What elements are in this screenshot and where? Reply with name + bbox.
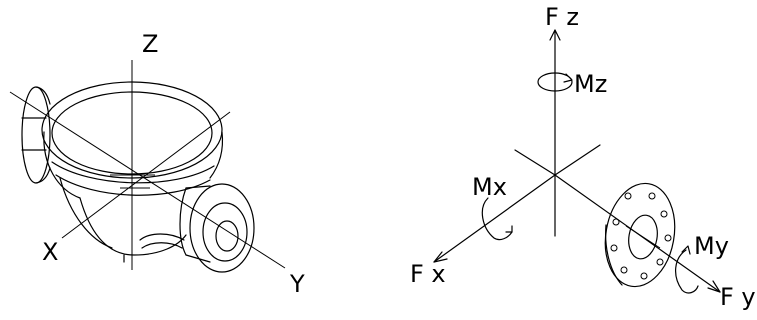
force-label-fz: F z bbox=[545, 3, 579, 31]
mz-moment-arrow bbox=[537, 72, 573, 92]
fx-axis-line bbox=[433, 174, 556, 263]
moment-label-mz: Mz bbox=[574, 70, 607, 98]
fz-arrowhead bbox=[549, 29, 561, 41]
flange-bolt-holes bbox=[610, 192, 672, 280]
mx-moment-arrow bbox=[481, 197, 513, 241]
y-axis-line bbox=[9, 91, 286, 269]
force-moment-diagram: F z Mz Mx F x My F y bbox=[410, 3, 756, 311]
force-label-fy: F y bbox=[720, 283, 756, 311]
my-moment-arrow bbox=[675, 245, 699, 294]
right-flange bbox=[179, 183, 255, 273]
fx-arrowhead bbox=[433, 251, 448, 263]
axis-label-x: X bbox=[42, 238, 58, 266]
pump-casing-drawing: Z X Y bbox=[9, 30, 305, 298]
moment-label-mx: Mx bbox=[472, 173, 507, 201]
upper-right-axis-line bbox=[554, 144, 601, 176]
fy-flange bbox=[604, 182, 676, 288]
moment-label-my: My bbox=[694, 232, 729, 260]
fy-arrowhead bbox=[707, 280, 721, 293]
axis-label-z: Z bbox=[142, 30, 158, 58]
axis-label-y: Y bbox=[289, 270, 305, 298]
force-label-fx: F x bbox=[410, 260, 446, 288]
left-flange bbox=[21, 86, 51, 184]
back-axis-line bbox=[514, 149, 556, 176]
left-axes bbox=[9, 60, 286, 270]
